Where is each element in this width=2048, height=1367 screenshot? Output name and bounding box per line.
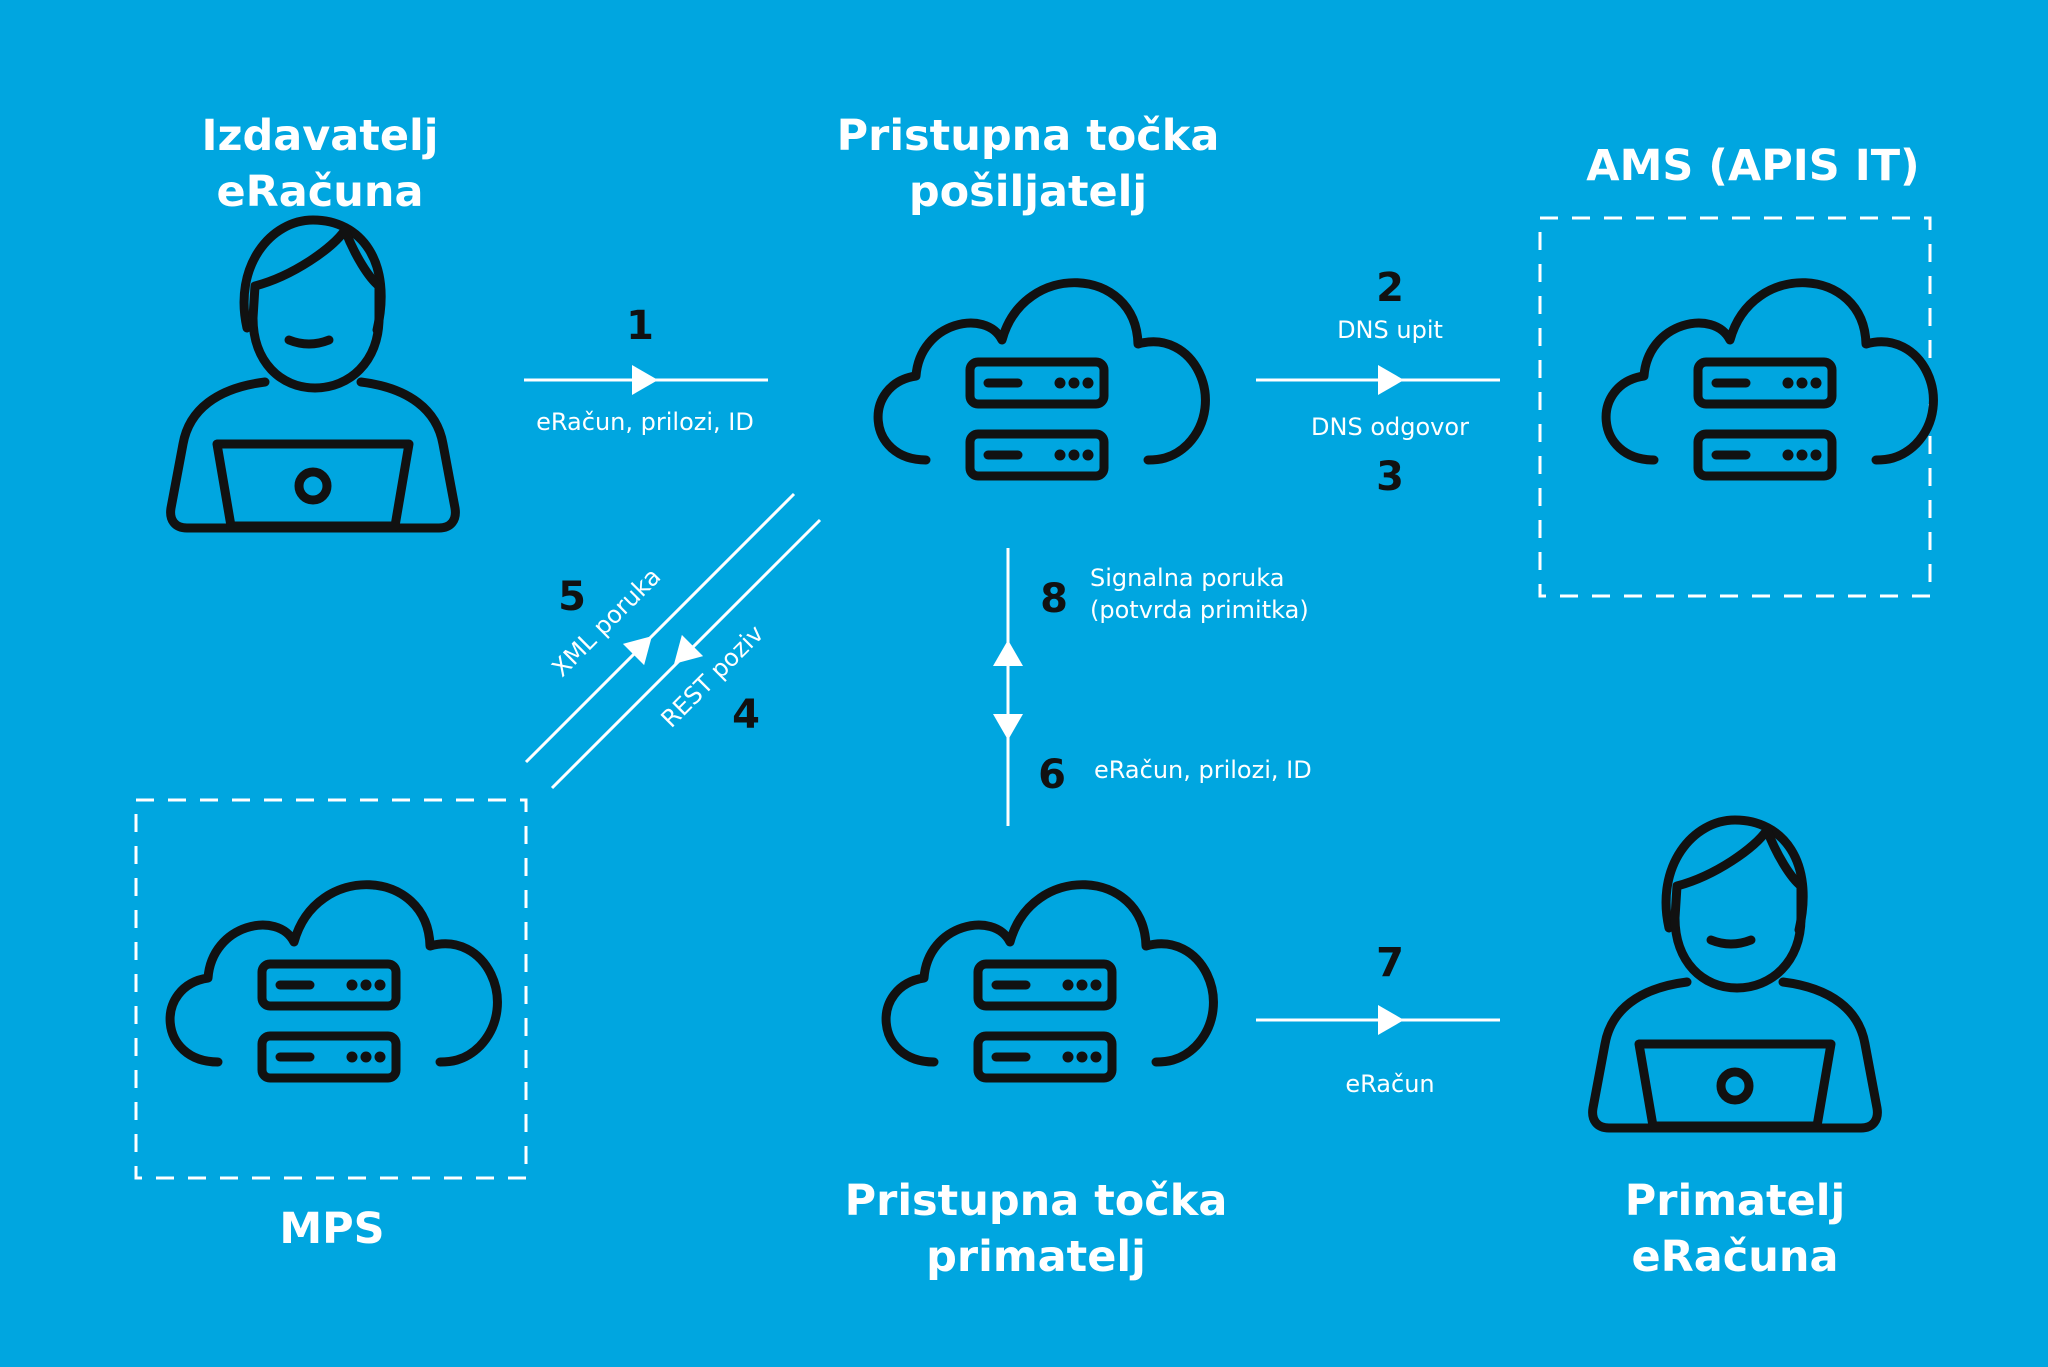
sender-access-point-title: pošiljatelj [909,167,1147,217]
mps-dashed-box [134,798,528,1180]
step-label: eRačun, prilozi, ID [536,408,754,436]
step-label: DNS upit [1337,316,1443,344]
flow-step-7: 7 eRačun [1256,940,1500,1098]
arrow-right-icon [1378,1005,1404,1035]
step-label: DNS odgovor [1311,413,1469,441]
flow-step-1: 1 eRačun, prilozi, ID [524,303,768,436]
ams-cloud-server-icon [1606,283,1933,476]
arrow-down-icon [993,714,1023,740]
receiver-access-point-title: primatelj [926,1232,1146,1282]
mps-title: MPS [279,1204,384,1254]
flow-step-6-8: 8 Signalna poruka (potvrda primitka) 6 e… [993,548,1312,826]
issuer-title: eRačuna [216,167,423,217]
step-label: (potvrda primitka) [1090,596,1309,624]
issuer-person-laptop-icon [171,220,456,528]
receiver-access-point-title: Pristupna točka [845,1176,1228,1226]
recipient-title: eRačuna [1631,1232,1838,1282]
step-number: 1 [626,303,654,349]
step-label: eRačun, prilozi, ID [1094,756,1312,784]
step-number: 6 [1038,752,1066,798]
step-label: Signalna poruka [1090,564,1284,592]
step-number: 4 [732,692,760,738]
step-number: 5 [558,574,586,620]
recipient-title: Primatelj [1625,1176,1845,1226]
arrow-right-icon [1378,365,1404,395]
ams-title: AMS (APIS IT) [1586,141,1919,191]
recipient-person-laptop-icon [1593,820,1878,1128]
step-label: eRačun [1345,1070,1434,1098]
receiver-ap-cloud-server-icon [886,885,1213,1078]
flow-step-2-3: 2 DNS upit DNS odgovor 3 [1256,265,1500,500]
sender-access-point-title: Pristupna točka [837,111,1220,161]
step-number: 2 [1376,265,1404,311]
issuer-title: Izdavatelj [201,111,438,161]
step-number: 8 [1040,576,1068,622]
arrow-up-icon [993,640,1023,666]
step-number: 7 [1376,940,1404,986]
step-number: 3 [1376,454,1404,500]
arrow-right-icon [632,365,658,395]
sender-ap-cloud-server-icon [878,283,1205,476]
flow-step-4-5: XML poruka REST poziv 5 4 [524,492,822,790]
mps-cloud-server-icon [170,885,497,1078]
